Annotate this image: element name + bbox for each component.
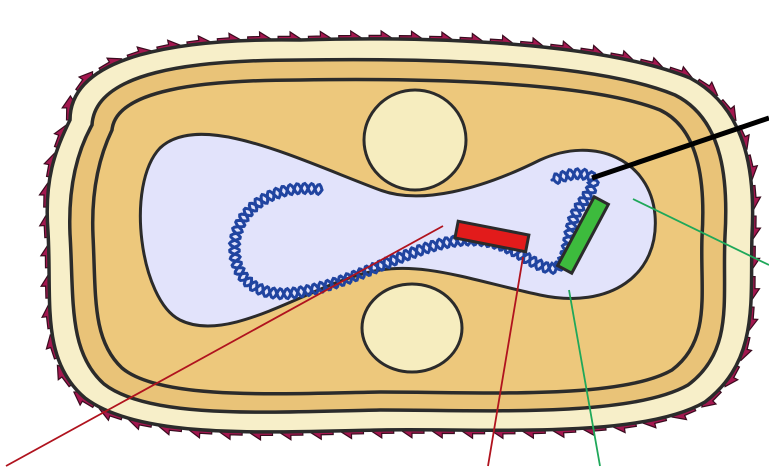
storage-granule-bottom — [362, 284, 462, 372]
storage-granule-top — [364, 90, 466, 190]
